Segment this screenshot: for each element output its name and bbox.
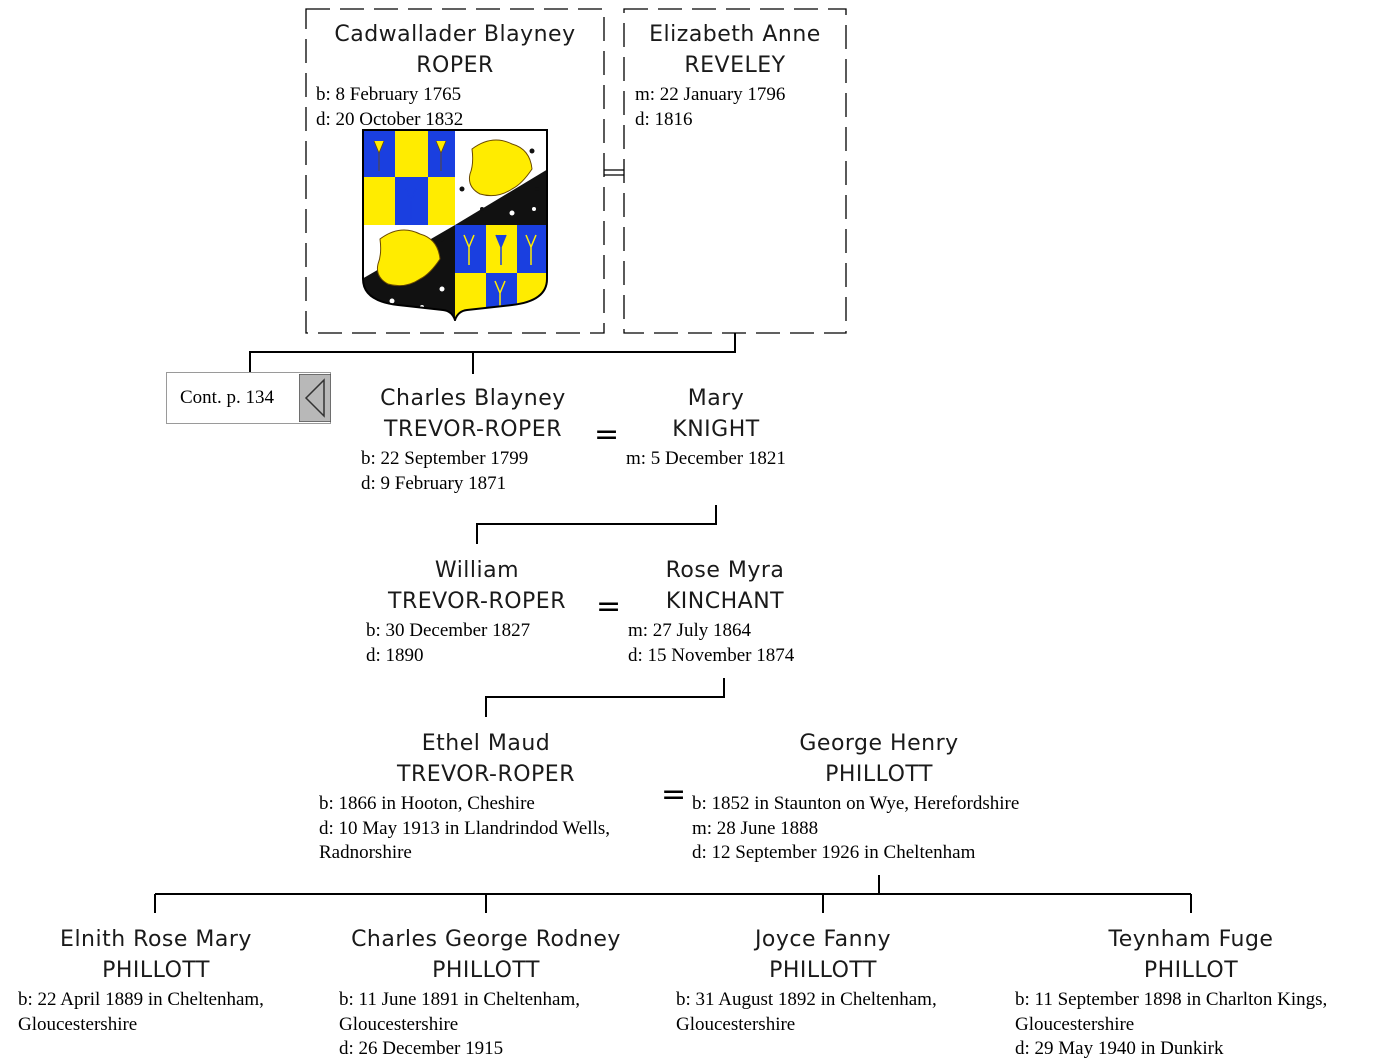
- marriage-link-gen1: [604, 169, 624, 176]
- detail-line: Gloucestershire: [676, 1013, 796, 1035]
- marriage-symbol: =: [596, 589, 622, 624]
- triangle-left-icon[interactable]: [299, 374, 331, 422]
- detail-line: d: 26 December 1915: [339, 1038, 504, 1059]
- marriage-date: m: 5 December 1821: [626, 448, 786, 469]
- person-name: Cadwallader Blayney ROPER: [306, 19, 604, 81]
- death-date: d: 10 May 1913 in Llandrindod Wells,: [319, 817, 611, 839]
- child-details: b: 11 June 1891 in Cheltenham, Glouceste…: [339, 988, 580, 1062]
- child-details: b: 22 April 1889 in Cheltenham, Gloucest…: [18, 988, 264, 1037]
- given-name: Rose Myra: [665, 558, 785, 583]
- detail-line: Gloucestershire: [1015, 1013, 1135, 1035]
- surname: TREVOR-ROPER: [388, 589, 566, 614]
- marriage-symbol: =: [661, 777, 687, 812]
- detail-line: b: 11 September 1898 in Charlton Kings,: [1015, 989, 1328, 1010]
- child-details: b: 11 September 1898 in Charlton Kings, …: [1015, 988, 1327, 1062]
- death-date: d: 1816: [635, 108, 693, 130]
- surname: KINCHANT: [665, 589, 785, 614]
- surname: PHILLOT: [1143, 958, 1239, 983]
- given-name: Charles Blayney: [380, 386, 566, 411]
- continuation-link[interactable]: Cont. p. 134: [166, 372, 331, 424]
- descent-line-gen3: [485, 678, 725, 717]
- surname: PHILLOTT: [102, 958, 210, 983]
- person-name: George Henry PHILLOTT: [760, 728, 998, 790]
- surname: KNIGHT: [672, 417, 760, 442]
- person-name: William TREVOR-ROPER: [343, 555, 611, 617]
- person-details: b: 1852 in Staunton on Wye, Herefordshir…: [692, 792, 1019, 866]
- death-date: d: 20 October 1832: [316, 108, 464, 130]
- person-details: b: 8 February 1765 d: 20 October 1832: [316, 83, 463, 132]
- death-date: d: 1890: [366, 644, 424, 666]
- person-details: m: 27 July 1864 d: 15 November 1874: [628, 619, 794, 668]
- surname: PHILLOTT: [432, 958, 540, 983]
- coat-of-arms-icon: [362, 129, 548, 321]
- person-details: m: 22 January 1796 d: 1816: [635, 83, 785, 132]
- detail-line: Gloucestershire: [18, 1013, 138, 1035]
- given-name: Charles George Rodney: [351, 927, 621, 952]
- detail-line: b: 31 August 1892 in Cheltenham,: [676, 989, 937, 1010]
- person-details: b: 30 December 1827 d: 1890: [366, 619, 530, 668]
- birth-date: b: 1852 in Staunton on Wye, Herefordshir…: [692, 793, 1020, 814]
- surname: TREVOR-ROPER: [384, 417, 562, 442]
- child-name: Teynham Fuge PHILLOT: [1071, 924, 1311, 986]
- given-name: Mary: [687, 386, 745, 411]
- person-name: Charles Blayney TREVOR-ROPER: [343, 383, 603, 445]
- person-box-cadwallader: [305, 8, 605, 334]
- given-name: George Henry: [799, 731, 959, 756]
- child-name: Joyce Fanny PHILLOTT: [703, 924, 943, 986]
- surname: PHILLOTT: [825, 762, 933, 787]
- surname: ROPER: [416, 53, 494, 78]
- death-date: d: 12 September 1926 in Cheltenham: [692, 842, 976, 863]
- marriage-date: m: 22 January 1796: [635, 84, 786, 105]
- person-name: Mary KNIGHT: [626, 383, 806, 445]
- person-details: b: 22 September 1799 d: 9 February 1871: [361, 447, 528, 496]
- child-details: b: 31 August 1892 in Cheltenham, Glouces…: [676, 988, 937, 1037]
- birth-date: b: 30 December 1827: [366, 620, 531, 641]
- death-date: d: 9 February 1871: [361, 472, 507, 494]
- person-details: b: 1866 in Hooton, Cheshire d: 10 May 19…: [319, 792, 610, 866]
- marriage-symbol: =: [594, 417, 620, 452]
- death-place-cont: Radnorshire: [319, 842, 412, 863]
- birth-date: b: 1866 in Hooton, Cheshire: [319, 793, 535, 814]
- given-name: Teynham Fuge: [1108, 927, 1274, 952]
- person-name: Rose Myra KINCHANT: [625, 555, 825, 617]
- descent-line-gen2: [476, 505, 717, 544]
- continuation-label: Cont. p. 134: [180, 387, 274, 408]
- detail-line: Gloucestershire: [339, 1013, 459, 1035]
- birth-date: b: 8 February 1765: [316, 84, 462, 105]
- birth-date: b: 22 September 1799: [361, 448, 529, 469]
- given-name: William: [434, 558, 520, 583]
- descent-line-gen4: [154, 875, 1192, 913]
- given-name: Cadwallader Blayney: [334, 22, 576, 47]
- marriage-date: m: 28 June 1888: [692, 817, 819, 839]
- given-name: Elnith Rose Mary: [60, 927, 252, 952]
- person-details: m: 5 December 1821: [626, 447, 786, 472]
- detail-line: b: 22 April 1889 in Cheltenham,: [18, 989, 264, 1010]
- surname: TREVOR-ROPER: [397, 762, 575, 787]
- detail-line: b: 11 June 1891 in Cheltenham,: [339, 989, 580, 1010]
- child-name: Charles George Rodney PHILLOTT: [331, 924, 641, 986]
- person-name: Ethel Maud TREVOR-ROPER: [346, 728, 626, 790]
- detail-line: d: 29 May 1940 in Dunkirk: [1015, 1038, 1224, 1059]
- descent-line-gen1: [249, 333, 736, 374]
- given-name: Ethel Maud: [421, 731, 551, 756]
- surname: PHILLOTT: [769, 958, 877, 983]
- surname: REVELEY: [684, 53, 786, 78]
- person-name: Elizabeth Anne REVELEY: [624, 19, 846, 81]
- child-name: Elnith Rose Mary PHILLOTT: [18, 924, 294, 986]
- given-name: Elizabeth Anne: [649, 22, 821, 47]
- given-name: Joyce Fanny: [754, 927, 892, 952]
- death-date: d: 15 November 1874: [628, 644, 795, 666]
- marriage-date: m: 27 July 1864: [628, 620, 751, 641]
